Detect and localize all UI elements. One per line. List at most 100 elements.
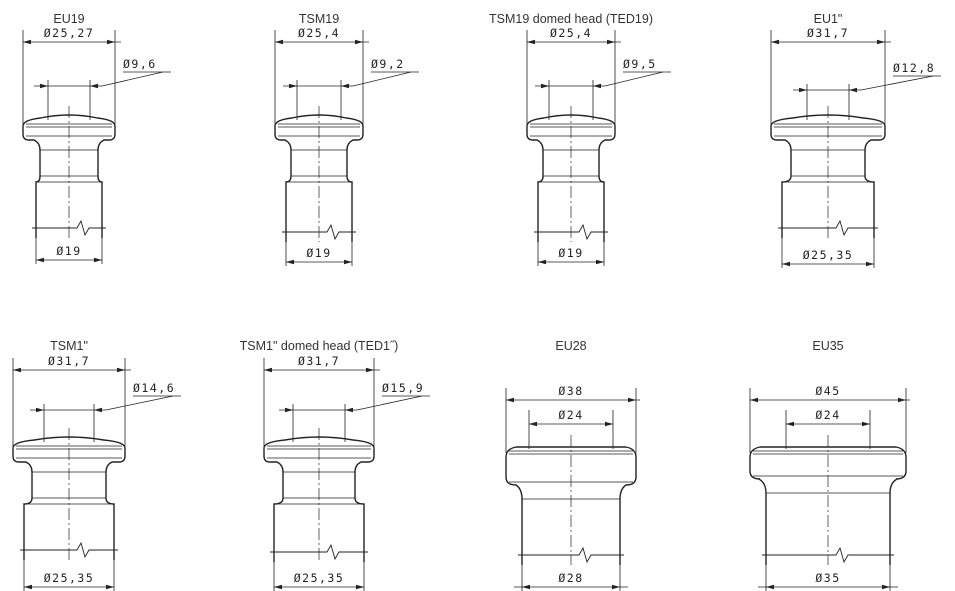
dimension-arrow [285, 407, 293, 413]
tube-diameter: Ø25,35 [803, 248, 854, 262]
tube-diameter: Ø25,35 [44, 571, 95, 585]
outer-head-diameter: Ø38 [558, 384, 583, 398]
dimension-arrow [786, 421, 794, 427]
break-line [20, 541, 118, 559]
fitting-outline [263, 436, 375, 562]
dimension-arrow [94, 257, 102, 263]
inner-head-diameter: Ø24 [815, 408, 840, 422]
dimension-arrow [607, 39, 615, 45]
dimension-arrow [527, 39, 535, 45]
inner-head-diameter: Ø14,6 [133, 381, 175, 395]
dimension-arrow [13, 367, 21, 373]
dimension-arrow [356, 584, 364, 590]
dimension-arrow [541, 83, 549, 89]
dimension-arrow [605, 421, 613, 427]
fitting-title: TSM19 [298, 12, 340, 26]
dimension-arrow [799, 87, 807, 93]
dimension-arrow [866, 261, 874, 267]
leader-line [352, 71, 412, 87]
inner-head-diameter: Ø9,6 [123, 57, 157, 71]
dimension-arrow [782, 261, 790, 267]
tube-diameter: Ø19 [306, 246, 331, 260]
leader-line [105, 395, 174, 411]
dimension-arrow [286, 259, 294, 265]
outer-head-diameter: Ø31,7 [807, 26, 849, 40]
dimension-arrow [522, 584, 530, 590]
fitting-outline [526, 114, 616, 242]
break-line [778, 219, 878, 237]
break-line [518, 546, 624, 564]
inner-head-diameter: Ø9,5 [623, 57, 657, 71]
dimension-arrow [862, 421, 870, 427]
break-line [282, 223, 356, 241]
dimension-arrow [341, 83, 349, 89]
fitting-title: TSM1" domed head (TED1˝) [239, 339, 399, 353]
dimension-arrow [628, 397, 636, 403]
fitting-title: EU28 [555, 339, 587, 353]
fitting-title: EU1" [813, 12, 843, 26]
fitting-outline [274, 114, 364, 242]
fitting-outline [22, 114, 116, 238]
break-line [32, 219, 106, 237]
tube-diameter: Ø25,35 [294, 571, 345, 585]
fitting-title: TSM19 domed head (TED19) [489, 12, 653, 26]
dimension-arrow [355, 39, 363, 45]
fitting-outline [749, 446, 907, 565]
dimension-arrow [506, 397, 514, 403]
inner-head-diameter: Ø15,9 [382, 381, 424, 395]
dimension-arrow [90, 83, 98, 89]
dimension-arrow [771, 39, 779, 45]
fitting-title: EU35 [812, 339, 844, 353]
dimension-arrow [275, 39, 283, 45]
fitting-outline [770, 114, 886, 238]
dimension-arrow [289, 83, 297, 89]
outer-head-diameter: Ø25,4 [550, 26, 592, 40]
dimension-arrow [345, 407, 353, 413]
leader-line [101, 71, 164, 87]
break-line [270, 543, 368, 561]
break-line [762, 546, 894, 564]
tube-diameter: Ø19 [558, 246, 583, 260]
dimension-arrow [766, 584, 774, 590]
inner-head-diameter: Ø12,8 [893, 61, 935, 75]
dimension-arrow [36, 257, 44, 263]
break-line [534, 223, 608, 241]
dimension-arrow [898, 397, 906, 403]
dimension-arrow [23, 39, 31, 45]
dimension-arrow [529, 421, 537, 427]
dimension-arrow [538, 259, 546, 265]
dimension-arrow [36, 407, 44, 413]
tube-diameter: Ø35 [815, 571, 840, 585]
dimension-arrow [117, 367, 125, 373]
inner-head-diameter: Ø24 [558, 408, 583, 422]
leader-line [604, 71, 664, 87]
dimension-arrow [612, 584, 620, 590]
inner-head-diameter: Ø9,2 [371, 57, 405, 71]
dimension-arrow [264, 367, 272, 373]
dimension-arrow [106, 584, 114, 590]
dimension-arrow [849, 87, 857, 93]
dimension-arrow [882, 584, 890, 590]
dimension-arrow [596, 259, 604, 265]
fitting-outline [12, 436, 126, 560]
outer-head-diameter: Ø31,7 [298, 354, 340, 368]
fitting-title: TSM1" [50, 339, 88, 353]
dimension-arrow [24, 584, 32, 590]
leader-line [860, 75, 934, 91]
tube-diameter: Ø28 [558, 571, 583, 585]
dimension-arrow [750, 397, 758, 403]
dimension-arrow [344, 259, 352, 265]
outer-head-diameter: Ø45 [815, 384, 840, 398]
dimension-arrow [877, 39, 885, 45]
outer-head-diameter: Ø31,7 [48, 354, 90, 368]
dimension-arrow [40, 83, 48, 89]
